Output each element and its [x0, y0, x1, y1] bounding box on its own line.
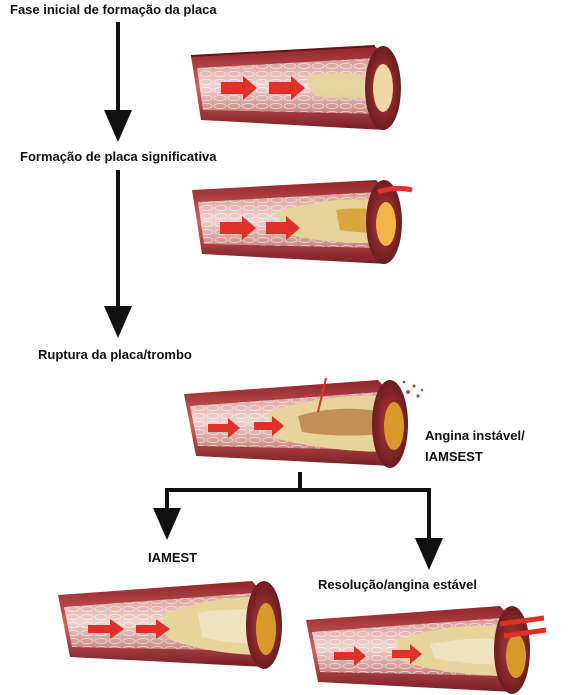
- artery-rupture-thrombus: [178, 372, 428, 472]
- artery-significant-plaque: [186, 172, 416, 272]
- down-arrow-1: [104, 22, 132, 142]
- branch-connector: [153, 472, 443, 570]
- artery-stemi-occlusion: [52, 573, 302, 673]
- down-arrow-2: [104, 170, 132, 338]
- artery-initial-plaque: [185, 38, 415, 138]
- artery-resolution-stable: [300, 598, 550, 695]
